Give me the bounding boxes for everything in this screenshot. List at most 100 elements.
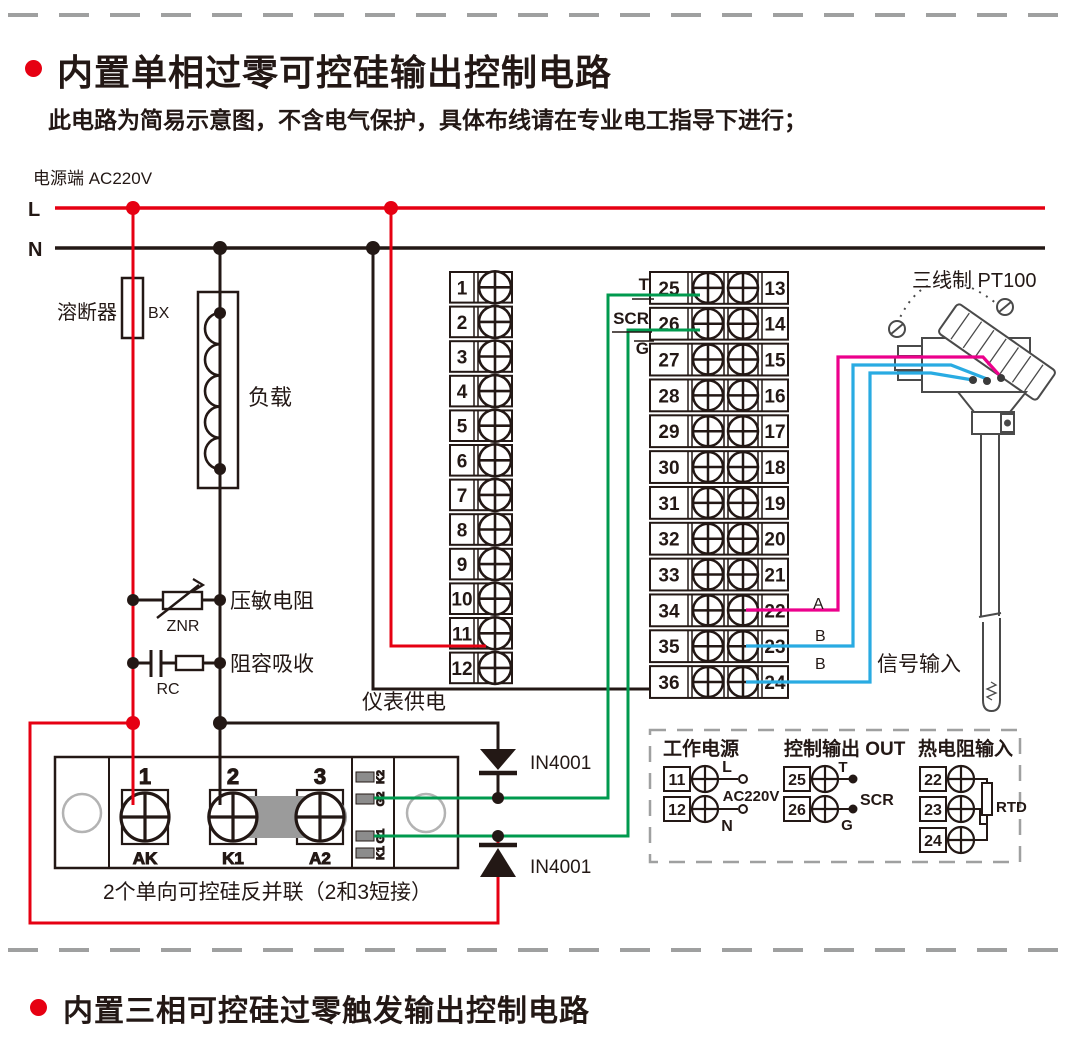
black-junction-dots [127,241,504,842]
inset-output-wires [837,774,858,814]
diagram-labels: 电源端 AC220V L N 溶断器 BX 负载 压敏电阻 ZNR 阻容吸收 R… [28,169,1036,878]
left-strip-number-5: 5 [457,417,468,438]
right-strip-number-30: 30 [658,458,679,479]
scr-pin-label-K1: K1 [375,846,387,860]
left-strip-row-2: 2 [449,304,513,340]
snubber-label: 阻容吸收 [230,653,314,676]
right-strip-number-25: 25 [658,279,680,300]
inset-g-label: G [841,817,853,834]
inset-terminal-number-24: 24 [924,833,942,850]
right-strip-number-36: 36 [658,673,679,694]
left-strip-row-9: 9 [449,546,513,582]
meter-supply-label: 仪表供电 [362,691,446,714]
right-strip-number-28: 28 [658,386,679,407]
right-strip-number-16: 16 [764,386,785,407]
inset-terminal-power-12: 12 [663,794,720,824]
right-strip-number-29: 29 [658,422,679,443]
out-scr-label: SCR [613,309,649,328]
left-strip-number-2: 2 [457,313,468,334]
gate-t-wire [374,293,700,800]
pt100-sensor [888,280,1056,713]
inset-l-label: L [722,759,732,776]
inset-n-label: N [721,818,733,835]
rtd-wire-b2 [746,371,974,684]
load-label: 负载 [248,385,292,410]
rtd-wire-b1 [746,363,988,648]
scr-terminal-name-K1: K1 [222,849,244,868]
inset-t-label: T [838,759,847,776]
scr-pin-label-K2: K2 [375,770,387,784]
inset-terminal-number-22: 22 [924,772,942,789]
inset-terminal-rtd-22: 22 [919,764,976,794]
left-strip-row-5: 5 [449,408,513,444]
inset-rtd-title: 热电阻输入 [918,737,1013,760]
diode1-symbol [479,749,517,776]
scr-terminal-name-A2: A2 [309,849,331,868]
varistor-model-label: ZNR [167,618,200,635]
right-strip-number-32: 32 [658,530,679,551]
left-strip-row-10: 10 [449,581,513,617]
right-strip-number-19: 19 [764,494,785,515]
scr-terminal-number-1: 1 [139,764,151,789]
left-strip-row-1: 1 [449,269,513,305]
sensor-label: 三线制 PT100 [912,269,1036,292]
inset-scr-label: SCR [860,792,894,809]
left-strip-number-11: 11 [452,624,473,645]
diode1-label: IN4001 [530,753,591,774]
inset-terminal-number-26: 26 [788,802,806,819]
right-strip-number-21: 21 [764,566,786,587]
section1-title: 内置单相过零可控硅输出控制电路 [57,52,613,93]
inset-rtd-label: RTD [996,799,1027,816]
right-strip-number-23: 23 [764,637,785,658]
scr-pin-pad-K2 [355,771,375,783]
right-strip-number-20: 20 [764,530,785,551]
sensor-wire-dots [969,374,1005,385]
varistor-label: 压敏电阻 [230,590,314,613]
ak-loop-wire [28,721,500,925]
right-strip-number-34: 34 [658,601,680,622]
scr-terminal-number-3: 3 [314,764,326,789]
inset-output-title: 控制输出 OUT [784,737,906,760]
scr-terminal-name-AK: AK [133,849,158,868]
k1-branch-wire [220,721,500,749]
inset-terminal-rtd-23: 23 [919,794,976,824]
line-n-label: N [28,239,42,261]
inset-terminal-power-11: 11 [663,764,720,794]
power-terminal-label: 电源端 AC220V [33,169,153,188]
sensor-cap [938,303,1056,401]
mounting-hole-right [405,792,447,834]
left-strip-number-10: 10 [451,590,472,611]
left-strip-number-4: 4 [457,382,468,403]
signal-input-label: 信号输入 [877,653,961,676]
inset-power-title: 工作电源 [663,737,739,760]
sensor-rtd-element-icon [985,681,998,701]
right-strip-row-28-16: 28 16 [649,378,789,413]
inset-terminal-rtd-24: 24 [919,825,976,855]
out-g-label: G [636,339,649,358]
section1-note: 此电路为简易示意图，不含电气保护，具体布线请在专业电工指导下进行； [48,107,807,133]
right-strip-number-33: 33 [658,566,679,587]
left-strip-row-12: 12 [449,650,513,686]
red-junction-dots [126,201,398,730]
scr-module-caption: 2个单向可控硅反并联（2和3短接） [103,881,432,904]
inset-power-wires [717,774,748,814]
wires [28,206,1045,925]
scr-pin-K2: K2 [355,769,388,785]
left-strip-row-7: 7 [449,477,513,513]
supply-l-drop-wire [389,208,486,648]
right-strip-number-22: 22 [764,601,785,622]
load-coil-symbol [203,311,221,471]
scr-pin-pad-K1 [355,847,375,859]
section2-title: 内置三相可控硅过零触发输出控制电路 [63,995,590,1028]
left-strip-row-8: 8 [449,512,513,547]
diode2-label: IN4001 [530,857,591,878]
